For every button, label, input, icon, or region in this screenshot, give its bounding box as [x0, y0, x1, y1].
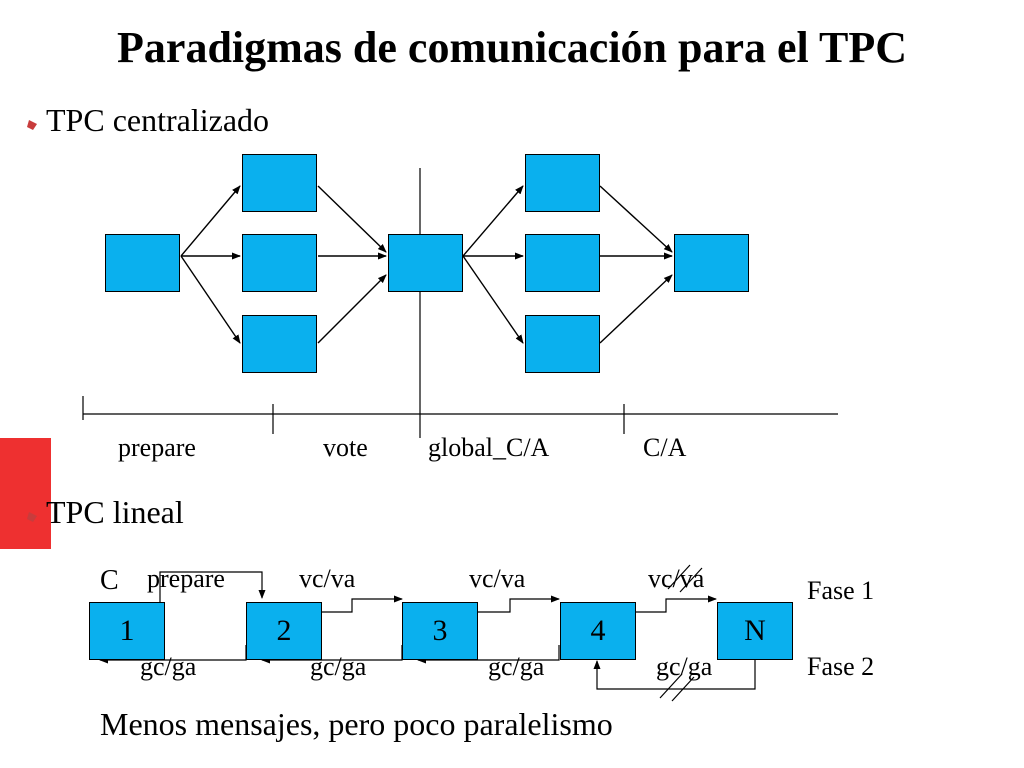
section-heading-linear: TPC lineal — [46, 494, 184, 530]
slide-title: Paradigmas de comunicación para el TPC — [117, 23, 907, 72]
phase-2-label: Fase 2 — [807, 652, 875, 681]
linear-node-4: 4 — [560, 602, 636, 660]
phase-label-global: global_C/A — [428, 433, 550, 462]
diagram-node — [525, 154, 600, 212]
diagram-node — [242, 154, 317, 212]
message-label-vote: vc/va — [648, 564, 705, 593]
bullet-icon — [27, 512, 37, 522]
diagram-node — [242, 315, 317, 373]
diagram-node — [674, 234, 749, 292]
diagram-node — [525, 315, 600, 373]
phase-label-prepare: prepare — [118, 433, 196, 462]
message-label-vote: vc/va — [299, 564, 356, 593]
linear-node-3: 3 — [402, 602, 478, 660]
message-label-prepare: prepare — [147, 564, 225, 593]
diagram-node — [242, 234, 317, 292]
accent-bar — [0, 438, 51, 549]
coordinator-node — [388, 234, 463, 292]
phase-label-vote: vote — [323, 433, 368, 462]
message-label-global: gc/ga — [140, 652, 197, 681]
linear-node-2: 2 — [246, 602, 322, 660]
section-heading-centralized: TPC centralizado — [46, 102, 270, 138]
message-label-global: gc/ga — [488, 652, 545, 681]
phase-label-ca: C/A — [643, 433, 687, 462]
phase-1-label: Fase 1 — [807, 576, 875, 605]
linear-node-n: N — [717, 602, 793, 660]
linear-node-1: 1 — [89, 602, 165, 660]
footer-note: Menos mensajes, pero poco paralelismo — [100, 706, 613, 742]
bullet-icon — [27, 120, 37, 130]
diagram-node — [105, 234, 180, 292]
coordinator-label: C — [100, 565, 119, 596]
message-label-global: gc/ga — [310, 652, 367, 681]
message-label-global: gc/ga — [656, 652, 713, 681]
message-label-vote: vc/va — [469, 564, 526, 593]
diagram-node — [525, 234, 600, 292]
